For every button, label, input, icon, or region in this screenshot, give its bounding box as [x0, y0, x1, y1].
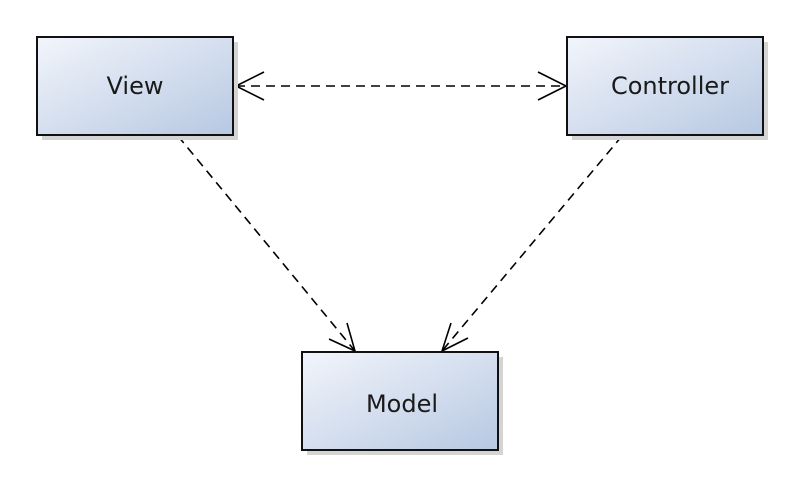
node-controller[interactable]: Controller [566, 36, 768, 140]
node-view-label: View [107, 72, 164, 100]
edges [177, 71, 623, 353]
edge-view-model [177, 135, 357, 353]
node-view[interactable]: View [36, 36, 238, 140]
node-model[interactable]: Model [301, 351, 503, 455]
node-controller-label: Controller [611, 72, 729, 100]
edge-view-controller [234, 71, 568, 101]
node-model-label: Model [366, 390, 438, 418]
edge-controller-model [440, 135, 623, 353]
